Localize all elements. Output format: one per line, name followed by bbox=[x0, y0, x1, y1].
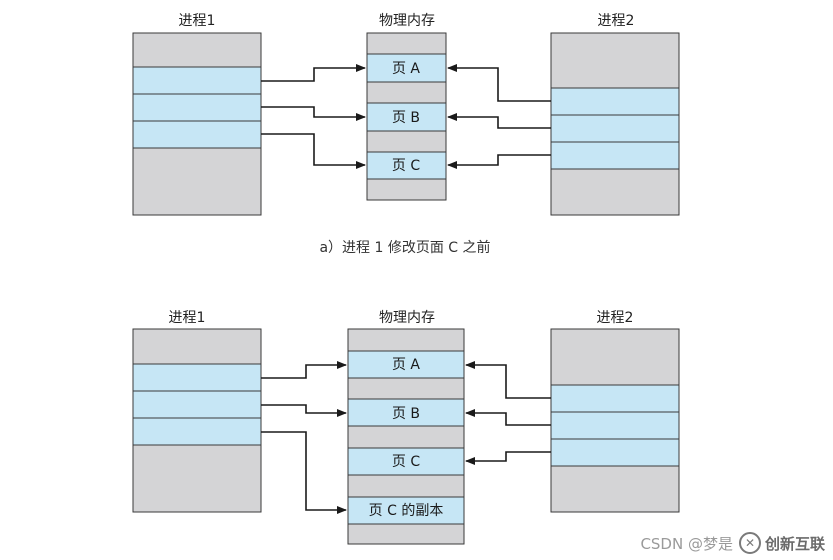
p1-entry-b bbox=[132, 93, 262, 122]
page-b-label: 页 B bbox=[392, 110, 420, 126]
p1-unused-bottom bbox=[132, 147, 262, 216]
p1-entry-c bbox=[132, 120, 262, 149]
physical-memory: 页 A 页 B 页 C 页 C 的副本 bbox=[347, 328, 465, 545]
watermark: CSDN @梦是 ✕ 创新互联 bbox=[640, 532, 825, 554]
p1-unused-top bbox=[132, 32, 262, 68]
mem-gap-1 bbox=[366, 32, 447, 55]
mem-gap-1 bbox=[347, 328, 465, 352]
p2-unused-top bbox=[550, 328, 680, 386]
watermark-logo: ✕ 创新互联 bbox=[738, 532, 825, 554]
p1-unused-top bbox=[132, 328, 262, 365]
p2-entry-a bbox=[550, 384, 680, 413]
process1-page-table bbox=[132, 328, 262, 513]
page-a-label: 页 A bbox=[392, 357, 420, 373]
mem-page-a bbox=[366, 53, 447, 83]
arrow-p1-b bbox=[261, 404, 347, 417]
mem-gap-3 bbox=[366, 130, 447, 153]
p2-entry-c bbox=[550, 141, 680, 170]
mem-page-b bbox=[366, 102, 447, 132]
p2-entry-b bbox=[550, 114, 680, 143]
p1-entry-b bbox=[132, 390, 262, 419]
watermark-text: CSDN @梦是 bbox=[640, 534, 733, 553]
mem-gap-2 bbox=[347, 377, 465, 400]
p2-entry-c bbox=[550, 438, 680, 467]
p2-entry-a bbox=[550, 87, 680, 116]
mem-gap-4 bbox=[347, 474, 465, 498]
mem-page-a bbox=[347, 350, 465, 379]
p2-entry-b bbox=[550, 411, 680, 440]
page-c-label: 页 C bbox=[392, 158, 420, 174]
arrow-p1-a bbox=[261, 361, 347, 379]
page-c-label: 页 C bbox=[392, 454, 420, 470]
arrow-p2-a bbox=[447, 64, 551, 102]
p2-unused-bottom bbox=[550, 168, 680, 216]
arrow-p2-b bbox=[447, 113, 551, 129]
mem-gap-4 bbox=[366, 178, 447, 201]
process2-page-table bbox=[550, 328, 680, 513]
arrow-p2-c bbox=[465, 451, 551, 465]
physical-memory: 页 A 页 B 页 C bbox=[366, 32, 447, 201]
logo-badge-icon: ✕ bbox=[738, 532, 761, 554]
mem-gap-5 bbox=[347, 523, 465, 545]
process2-label: 进程2 bbox=[598, 13, 635, 29]
p1-entry-a bbox=[132, 363, 262, 392]
arrow-p2-b bbox=[465, 409, 551, 426]
arrow-p2-c bbox=[447, 154, 551, 169]
mem-page-c bbox=[347, 447, 465, 476]
caption-a: a）进程 1 修改页面 C 之前 bbox=[319, 239, 490, 256]
diagram-b: 进程1 物理内存 进程2 页 A 页 B 页 C 页 C 的副本 bbox=[132, 310, 680, 545]
p1-entry-a bbox=[132, 66, 262, 95]
arrow-p1-c bbox=[261, 133, 366, 169]
diagram-a: 进程1 物理内存 进程2 页 A 页 B 页 C bbox=[132, 13, 680, 256]
process2-label: 进程2 bbox=[597, 310, 634, 326]
p2-unused-top bbox=[550, 32, 680, 89]
process1-label: 进程1 bbox=[169, 310, 206, 326]
watermark-logo-text: 创新互联 bbox=[764, 534, 825, 553]
memory-label: 物理内存 bbox=[379, 310, 435, 326]
memory-label: 物理内存 bbox=[379, 13, 435, 29]
process1-label: 进程1 bbox=[179, 13, 216, 29]
mem-gap-3 bbox=[347, 425, 465, 449]
page-c-copy-label: 页 C 的副本 bbox=[369, 503, 444, 519]
page-b-label: 页 B bbox=[392, 406, 420, 422]
process1-page-table bbox=[132, 32, 262, 216]
arrow-p1-a bbox=[261, 64, 366, 82]
arrow-p1-c-copy bbox=[261, 431, 347, 514]
p1-unused-bottom bbox=[132, 444, 262, 513]
mem-gap-2 bbox=[366, 81, 447, 104]
arrow-p2-a bbox=[465, 361, 551, 399]
process2-page-table bbox=[550, 32, 680, 216]
p1-entry-c bbox=[132, 417, 262, 446]
p2-unused-bottom bbox=[550, 465, 680, 513]
arrow-p1-b bbox=[261, 106, 366, 121]
page-a-label: 页 A bbox=[392, 61, 420, 77]
